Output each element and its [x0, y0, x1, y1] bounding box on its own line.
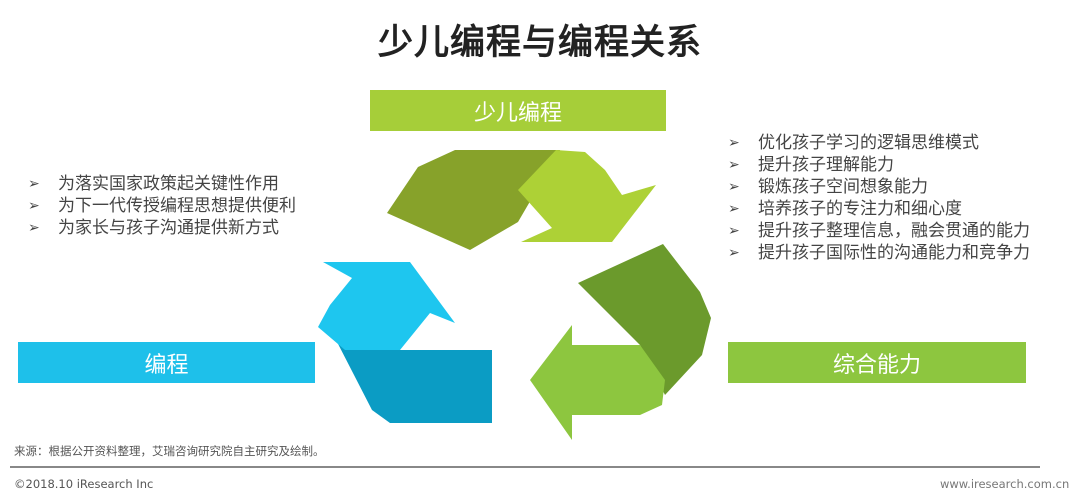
list-item: ➢培养孩子的专注力和细心度 — [728, 199, 962, 219]
arrow-bullet-icon: ➢ — [728, 157, 740, 173]
source-note: 来源：根据公开资料整理，艾瑞咨询研究院自主研究及绘制。 — [14, 444, 325, 458]
footer-divider — [10, 466, 1040, 468]
node-kids-programming: 少儿编程 — [370, 90, 666, 131]
list-item: ➢为家长与孩子沟通提供新方式 — [28, 218, 279, 238]
left-bullet-list: ➢为落实国家政策起关键性作用 ➢为下一代传授编程思想提供便利 ➢为家长与孩子沟通… — [28, 173, 296, 239]
arrow-top-dark — [387, 150, 560, 250]
list-item: ➢为下一代传授编程思想提供便利 — [28, 196, 296, 216]
list-item: ➢提升孩子国际性的沟通能力和竞争力 — [728, 243, 1030, 263]
website-url: www.iresearch.com.cn — [940, 477, 1070, 491]
arrow-bullet-icon: ➢ — [728, 223, 740, 239]
arrow-bullet-icon: ➢ — [728, 135, 740, 151]
arrow-bullet-icon: ➢ — [28, 220, 40, 236]
right-bullet-list: ➢优化孩子学习的逻辑思维模式 ➢提升孩子理解能力 ➢锻炼孩子空间想象能力 ➢培养… — [728, 132, 1058, 264]
arrow-bullet-icon: ➢ — [28, 198, 40, 214]
arrow-right-dark — [578, 244, 711, 395]
copyright: ©2018.10 iResearch Inc — [14, 477, 154, 491]
arrow-left-dark — [335, 338, 492, 423]
list-item: ➢为落实国家政策起关键性作用 — [28, 174, 279, 194]
page-title: 少儿编程与编程关系 — [377, 23, 702, 63]
list-item: ➢提升孩子整理信息，融会贯通的能力 — [728, 221, 1030, 241]
arrow-bullet-icon: ➢ — [728, 179, 740, 195]
arrow-right-light — [530, 325, 665, 440]
list-item: ➢锻炼孩子空间想象能力 — [728, 177, 928, 197]
arrow-left-light — [318, 262, 455, 350]
arrow-top-light — [518, 150, 656, 242]
list-item: ➢优化孩子学习的逻辑思维模式 — [728, 133, 979, 153]
list-item: ➢提升孩子理解能力 — [728, 155, 894, 175]
arrow-bullet-icon: ➢ — [728, 201, 740, 217]
arrow-bullet-icon: ➢ — [28, 176, 40, 192]
arrow-bullet-icon: ➢ — [728, 245, 740, 261]
node-comprehensive-ability: 综合能力 — [728, 342, 1026, 383]
node-programming: 编程 — [18, 342, 315, 383]
